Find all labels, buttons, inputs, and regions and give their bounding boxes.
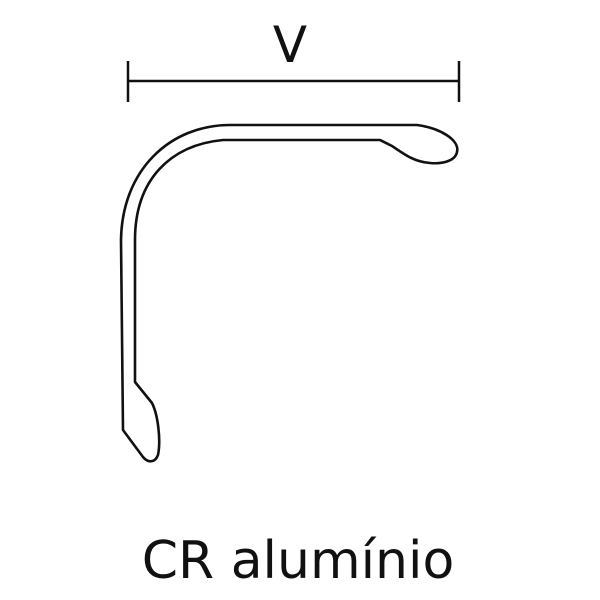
aluminium-profile-outline (119, 123, 459, 463)
caption: CR alumínio (142, 531, 455, 591)
dimension-line (126, 61, 461, 102)
dimension-label: V (273, 16, 307, 74)
